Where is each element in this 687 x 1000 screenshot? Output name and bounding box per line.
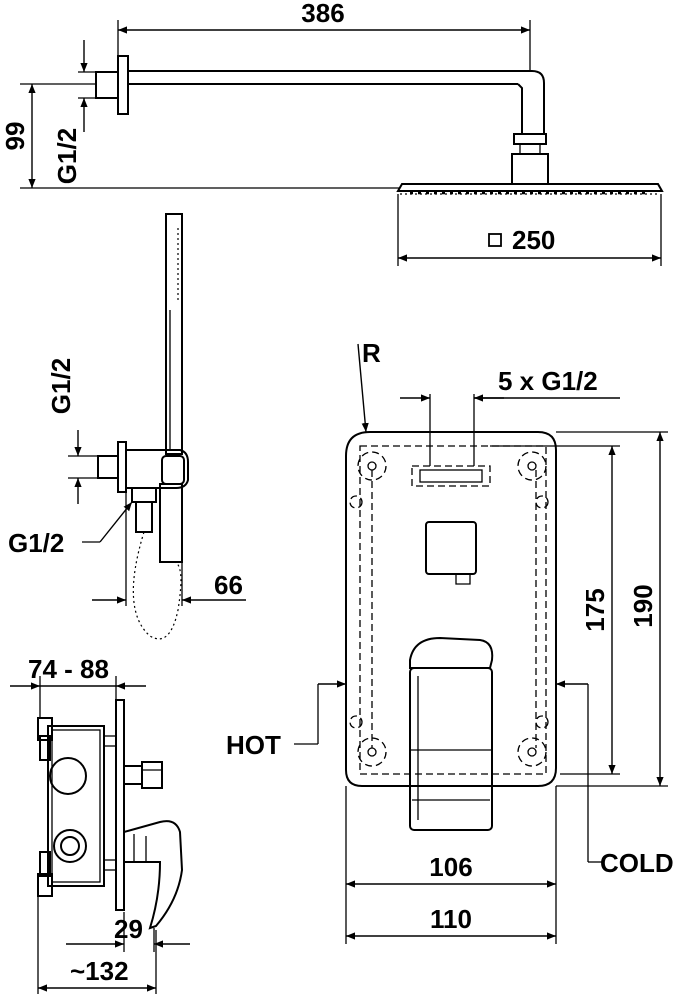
height-190-label: 190: [628, 584, 658, 627]
dim-outlets: 5 x G1/2: [400, 366, 620, 466]
shower-head: [396, 183, 664, 192]
dim-overall-depth: ~132: [37, 896, 157, 994]
mount-hole-bl: [357, 737, 387, 767]
front-plate-view: [345, 431, 557, 831]
dim-arm-length: 386: [117, 0, 531, 70]
dim-hose-thread-top: G1/2: [46, 358, 98, 504]
mixer-body-side-view: [37, 699, 184, 930]
dim-width-110: 110: [346, 904, 556, 940]
hose-projection-label: 66: [214, 570, 243, 600]
hot-indicator: HOT: [226, 680, 346, 760]
dim-hose-thread-bottom: G1/2: [8, 501, 133, 558]
lever-front: [409, 667, 493, 831]
plate-radius-label: R: [362, 338, 381, 368]
dim-plate-radius: R: [357, 338, 381, 433]
body-depth-label: 74 - 88: [28, 654, 109, 684]
outlets-label: 5 x G1/2: [498, 366, 598, 396]
height-175-label: 175: [580, 588, 610, 631]
cover-plate: [345, 431, 557, 787]
dim-height-190: 190: [556, 431, 668, 787]
dim-arm-height: 99: [0, 83, 400, 189]
head-size-label: 250: [512, 225, 555, 255]
mount-hole-tr: [517, 451, 547, 481]
dim-width-106: 106: [345, 786, 557, 944]
overall-depth-label: ~132: [70, 956, 129, 986]
lever-front-top: [409, 636, 494, 669]
dim-arm-thread: G1/2: [52, 40, 96, 184]
cold-indicator: COLD: [556, 680, 674, 878]
shower-arm-view: [95, 55, 664, 195]
mixer-lever-side: [123, 820, 184, 930]
arm-length-label: 386: [301, 0, 344, 28]
head-connector: [511, 153, 549, 185]
arm-thread-label: G1/2: [52, 128, 82, 184]
wall-plate-side: [115, 699, 125, 911]
dim-head-size: 250: [397, 194, 662, 266]
outlet-block: [411, 465, 491, 487]
hand-shower-view: [97, 213, 189, 640]
cold-label: COLD: [600, 848, 674, 878]
dim-height-175: 175: [490, 445, 620, 775]
diverter-knob: [425, 521, 477, 575]
width-106-label: 106: [429, 852, 472, 882]
mixer-box: [47, 725, 105, 887]
hand-shower: [165, 213, 183, 455]
lever-offset-label: 29: [114, 914, 143, 944]
dim-lever-offset: 29: [66, 912, 190, 952]
hose: [132, 531, 182, 640]
outlet-circle: [49, 757, 87, 795]
hot-label: HOT: [226, 730, 281, 760]
square-icon: [488, 233, 502, 247]
wall-flange: [117, 55, 129, 115]
hose-thread-top-label: G1/2: [46, 358, 76, 414]
dim-hose-projection: 66: [92, 492, 246, 606]
arm-height-label: 99: [0, 122, 30, 151]
arm-connector: [95, 71, 119, 99]
mount-hole-br: [517, 737, 547, 767]
hose-thread-bottom-label: G1/2: [8, 528, 64, 558]
mount-hole-tl: [357, 451, 387, 481]
width-110-label: 110: [430, 904, 472, 934]
dim-body-depth: 74 - 88: [10, 654, 146, 718]
